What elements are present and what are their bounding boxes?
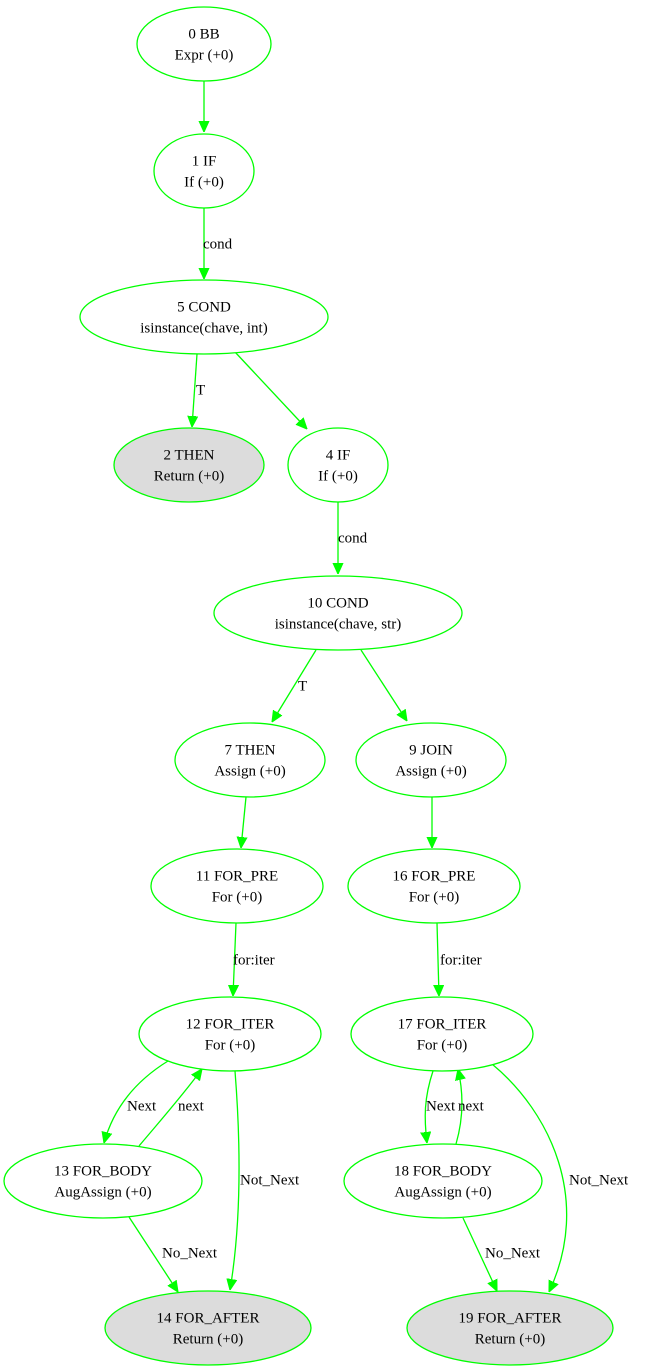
node-n16: 16 FOR_PRE For (+0) bbox=[347, 848, 521, 924]
node-ellipse bbox=[153, 133, 255, 209]
node-title: 0 BB bbox=[188, 26, 219, 42]
edge-label: Not_Next bbox=[569, 1172, 629, 1188]
node-n1: 1 IF If (+0) bbox=[153, 133, 255, 209]
node-n13: 13 FOR_BODY AugAssign (+0) bbox=[3, 1143, 203, 1219]
node-subtitle: AugAssign (+0) bbox=[54, 1184, 151, 1200]
node-ellipse bbox=[406, 1290, 614, 1366]
node-ellipse bbox=[3, 1143, 203, 1219]
node-title: 19 FOR_AFTER bbox=[459, 1310, 562, 1326]
node-ellipse bbox=[350, 996, 534, 1072]
edge-label: T bbox=[196, 382, 205, 398]
node-subtitle: Return (+0) bbox=[173, 1331, 244, 1347]
node-ellipse bbox=[79, 279, 329, 355]
edge-n16-to-n17 bbox=[437, 922, 439, 996]
node-n12: 12 FOR_ITER For (+0) bbox=[138, 996, 322, 1072]
node-ellipse bbox=[287, 427, 389, 503]
node-title: 18 FOR_BODY bbox=[394, 1163, 492, 1179]
node-subtitle: Assign (+0) bbox=[214, 763, 285, 779]
node-title: 17 FOR_ITER bbox=[398, 1016, 487, 1032]
node-n4: 4 IF If (+0) bbox=[287, 427, 389, 503]
node-subtitle: isinstance(chave, str) bbox=[275, 616, 402, 632]
node-title: 16 FOR_PRE bbox=[393, 868, 476, 884]
node-subtitle: Return (+0) bbox=[154, 468, 225, 484]
edge-n12-to-n13 bbox=[104, 1060, 169, 1143]
node-n17: 17 FOR_ITER For (+0) bbox=[350, 996, 534, 1072]
node-title: 11 FOR_PRE bbox=[196, 868, 278, 884]
node-ellipse bbox=[355, 722, 507, 798]
edge-n5-to-n2 bbox=[192, 353, 197, 427]
edge-label: for:iter bbox=[440, 952, 482, 968]
edge-n7-to-n11 bbox=[241, 796, 246, 848]
node-title: 7 THEN bbox=[225, 742, 276, 758]
node-n2: 2 THEN Return (+0) bbox=[113, 427, 265, 503]
node-subtitle: Assign (+0) bbox=[395, 763, 466, 779]
node-subtitle: If (+0) bbox=[318, 468, 358, 484]
edge-label: No_Next bbox=[485, 1245, 541, 1261]
node-title: 9 JOIN bbox=[409, 742, 453, 758]
node-subtitle: Return (+0) bbox=[475, 1331, 546, 1347]
node-subtitle: If (+0) bbox=[184, 174, 224, 190]
edge-n17-to-n18 bbox=[425, 1070, 434, 1143]
edge-n10-to-n7 bbox=[272, 649, 317, 722]
node-subtitle: For (+0) bbox=[409, 889, 460, 905]
node-n18: 18 FOR_BODY AugAssign (+0) bbox=[343, 1143, 543, 1219]
node-n19: 19 FOR_AFTER Return (+0) bbox=[406, 1290, 614, 1366]
node-ellipse bbox=[104, 1290, 312, 1366]
node-ellipse bbox=[150, 848, 324, 924]
node-subtitle: For (+0) bbox=[417, 1037, 468, 1053]
node-title: 1 IF bbox=[192, 153, 217, 169]
node-ellipse bbox=[136, 6, 272, 82]
node-ellipse bbox=[347, 848, 521, 924]
edge-n5-to-n4 bbox=[234, 351, 307, 429]
node-title: 13 FOR_BODY bbox=[54, 1163, 152, 1179]
node-n10: 10 COND isinstance(chave, str) bbox=[213, 575, 463, 651]
edge-n13-to-n14 bbox=[128, 1216, 178, 1292]
node-n7: 7 THEN Assign (+0) bbox=[174, 722, 326, 798]
node-subtitle: For (+0) bbox=[212, 889, 263, 905]
edge-n18-to-n19 bbox=[462, 1217, 498, 1291]
node-title: 10 COND bbox=[307, 595, 368, 611]
node-subtitle: isinstance(chave, int) bbox=[140, 320, 267, 336]
edge-label: cond bbox=[338, 530, 368, 546]
node-n14: 14 FOR_AFTER Return (+0) bbox=[104, 1290, 312, 1366]
edge-label: Not_Next bbox=[240, 1172, 300, 1188]
node-ellipse bbox=[213, 575, 463, 651]
edge-label: No_Next bbox=[162, 1245, 218, 1261]
node-n9: 9 JOIN Assign (+0) bbox=[355, 722, 507, 798]
node-subtitle: Expr (+0) bbox=[175, 47, 234, 63]
edge-n11-to-n12 bbox=[233, 922, 236, 996]
edge-n18-to-n17 bbox=[456, 1069, 462, 1145]
node-ellipse bbox=[343, 1143, 543, 1219]
node-subtitle: For (+0) bbox=[205, 1037, 256, 1053]
node-title: 14 FOR_AFTER bbox=[157, 1310, 260, 1326]
node-title: 4 IF bbox=[326, 447, 351, 463]
edge-label: for:iter bbox=[233, 952, 275, 968]
edge-n12-to-n14 bbox=[230, 1070, 240, 1290]
node-subtitle: AugAssign (+0) bbox=[394, 1184, 491, 1200]
edge-n10-to-n9 bbox=[360, 649, 407, 721]
node-ellipse bbox=[138, 996, 322, 1072]
node-n5: 5 COND isinstance(chave, int) bbox=[79, 279, 329, 355]
edge-n17-to-n19 bbox=[491, 1063, 568, 1292]
node-title: 2 THEN bbox=[164, 447, 215, 463]
node-n11: 11 FOR_PRE For (+0) bbox=[150, 848, 324, 924]
edge-label: T bbox=[298, 678, 307, 694]
node-n0: 0 BB Expr (+0) bbox=[136, 6, 272, 82]
node-ellipse bbox=[174, 722, 326, 798]
edge-label: cond bbox=[203, 236, 233, 252]
edge-label: next bbox=[178, 1098, 205, 1114]
node-title: 5 COND bbox=[177, 299, 231, 315]
edge-label: Next bbox=[127, 1098, 157, 1114]
node-ellipse bbox=[113, 427, 265, 503]
edge-label: Next bbox=[426, 1098, 456, 1114]
node-title: 12 FOR_ITER bbox=[186, 1016, 275, 1032]
edge-n13-to-n12 bbox=[138, 1069, 202, 1147]
edge-label: next bbox=[458, 1098, 485, 1114]
